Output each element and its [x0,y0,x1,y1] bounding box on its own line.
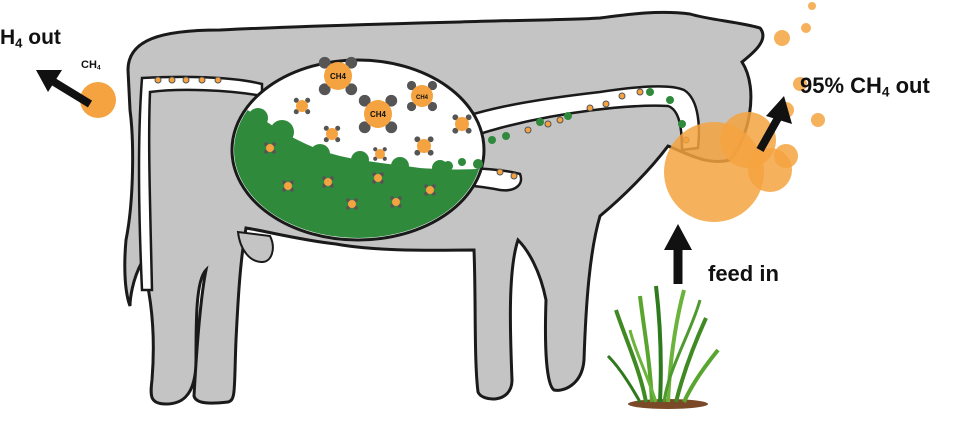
rumen-contents [234,100,482,238]
grass-icon [606,285,720,409]
methane-molecule [198,76,206,84]
methane-molecule [168,76,176,84]
methane-molecule [346,198,358,210]
arrow-up-left-icon [36,70,93,108]
methane-molecule [602,100,610,108]
methane-molecule [264,142,276,154]
arrow-up-icon [664,224,692,284]
methane-molecule [544,120,552,128]
methane-molecule [414,136,434,156]
h4-out-label: H4 out [0,26,61,51]
methane-molecule [154,76,162,84]
arrow-up-right-icon [756,96,792,152]
methane-molecule [373,147,387,161]
rear-tube [137,75,264,292]
methane-molecule [424,184,436,196]
methane-molecule [618,92,626,100]
svg-text:CH4: CH4 [416,95,429,101]
svg-text:CH4: CH4 [330,72,347,81]
methane-cloud [664,2,825,222]
methane-bubble-small [80,82,116,118]
methane-molecule [282,180,294,192]
methane-molecule [496,168,504,176]
ch4-out-label: 95% CH4 out [800,73,930,100]
svg-text:CH4: CH4 [370,110,387,119]
methane-molecule [452,114,472,134]
methane-molecule [323,125,341,143]
feed-in-label: feed in [708,261,779,286]
methane-molecule: CH4 [358,94,398,134]
ch4-small-label: CH4 [81,59,101,72]
methane-molecule: CH4 [406,80,438,112]
methane-molecule [372,172,384,184]
methane-molecule [556,116,564,124]
feed-particles [443,88,686,171]
methane-molecule [390,196,402,208]
methane-molecule [510,172,518,180]
methane-molecule [322,176,334,188]
methane-molecule [182,76,190,84]
methane-molecule: CH4 [318,56,358,96]
methane-molecule [586,104,594,112]
methane-molecule [293,97,311,115]
methane-molecule [636,88,644,96]
methane-molecule [524,126,532,134]
udder [236,230,274,264]
methane-molecule [214,76,222,84]
